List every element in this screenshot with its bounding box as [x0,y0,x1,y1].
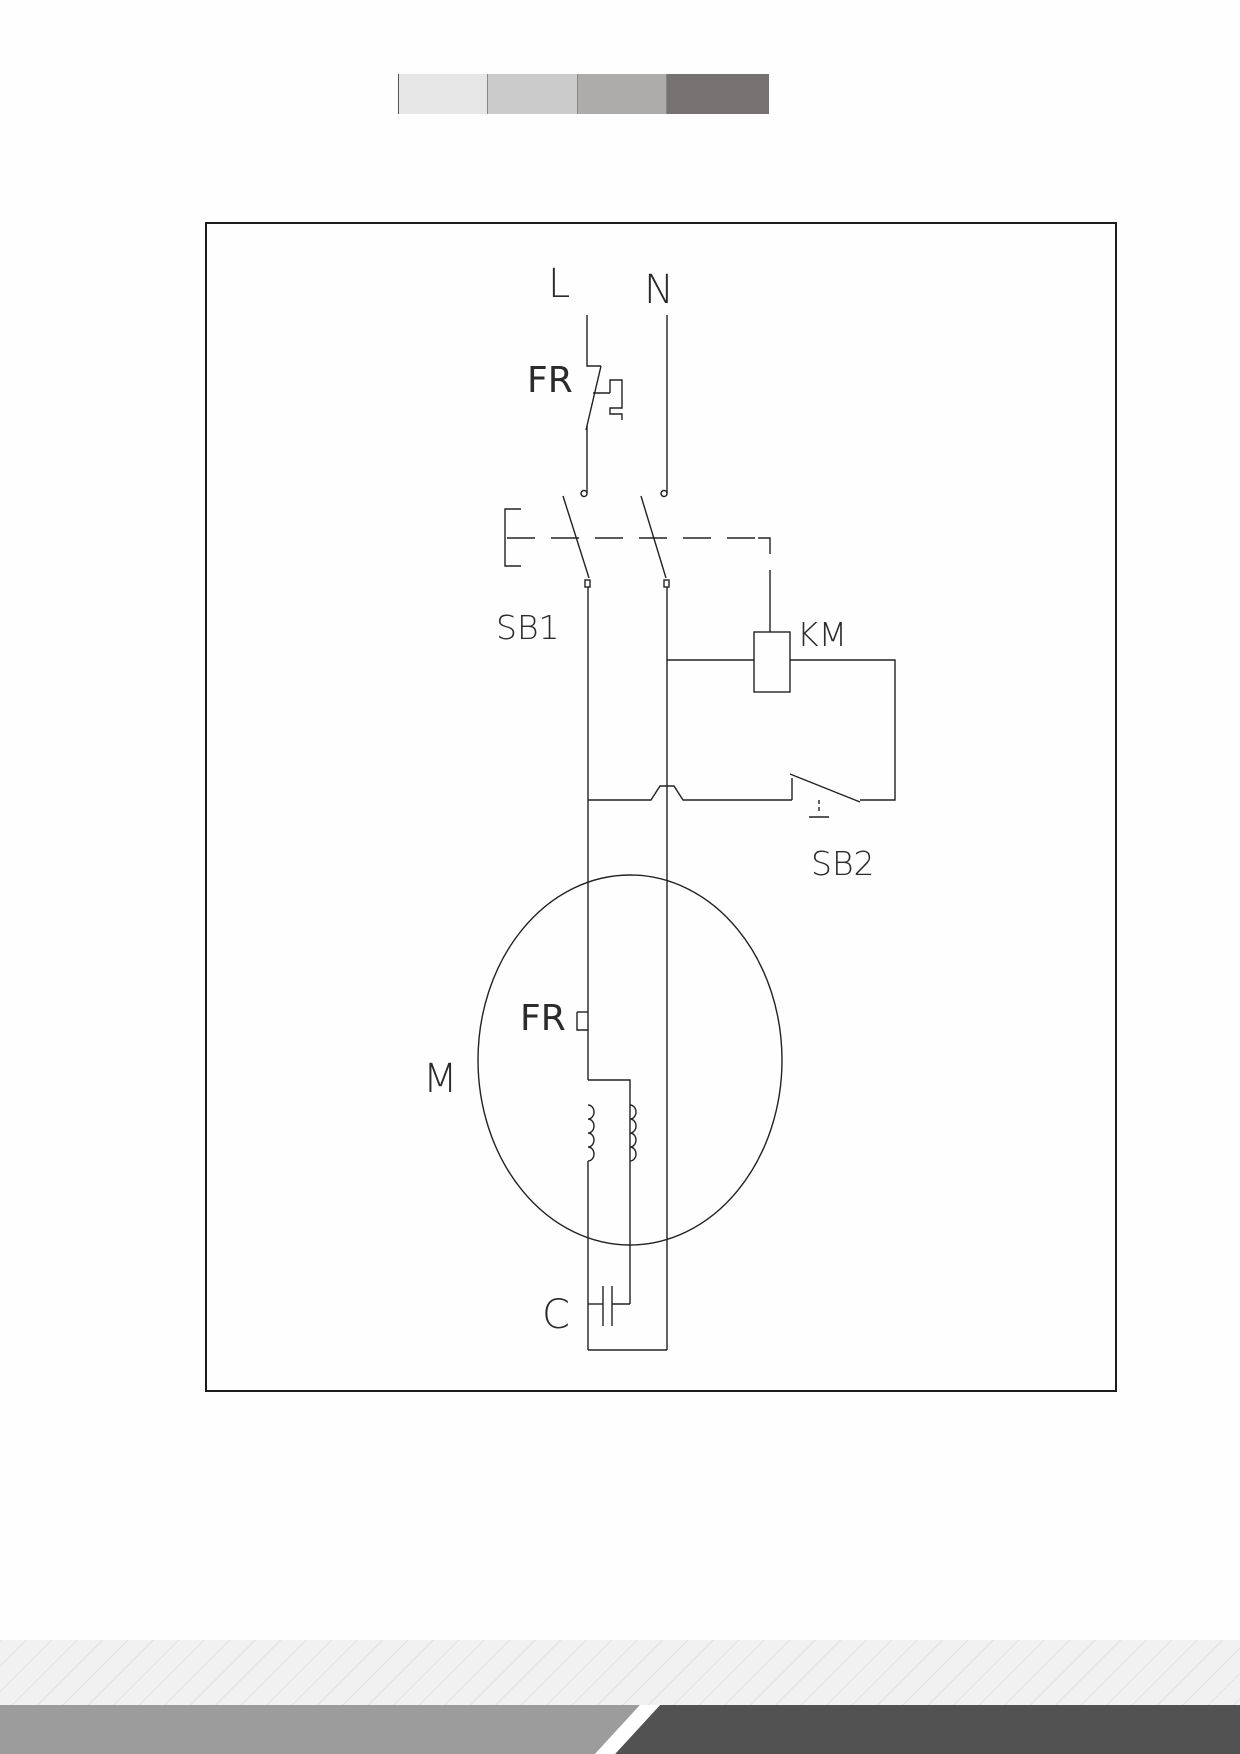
capacitor [588,1286,630,1326]
label-m: M [423,1056,458,1102]
footer-dark-stripe [615,1705,1240,1754]
label-n: N [644,267,674,313]
gray-swatch-bar [398,74,770,114]
label-sb2: SB2 [811,844,875,883]
label-l: L [548,261,570,307]
main-conductors [587,587,668,1350]
l-conductor [580,315,602,498]
footer-light-stripe [0,1705,640,1754]
swatch-mid-gray [577,74,668,114]
sb2-switch [588,773,861,818]
label-fr-motor: FR [520,998,566,1039]
footer-band [0,1640,1240,1754]
sb1-switch [504,495,771,588]
circuit-schematic: L N FR SB1 KM SB2 M FR C [423,261,896,1351]
diagram-frame [205,222,1117,1392]
km-coil [667,580,896,801]
label-fr-top: FR [527,360,573,401]
swatch-light [399,74,489,114]
label-c: C [542,1292,570,1338]
swatch-dark-gray [667,74,770,114]
label-sb1: SB1 [496,608,560,647]
footer-hatch [0,1640,1240,1705]
n-conductor [660,315,668,498]
footer-divider [595,1705,660,1754]
motor-symbol [477,874,783,1350]
fr-thermal-contact-symbol [593,379,623,420]
swatch-light-gray [488,74,578,114]
label-km: KM [797,615,847,654]
